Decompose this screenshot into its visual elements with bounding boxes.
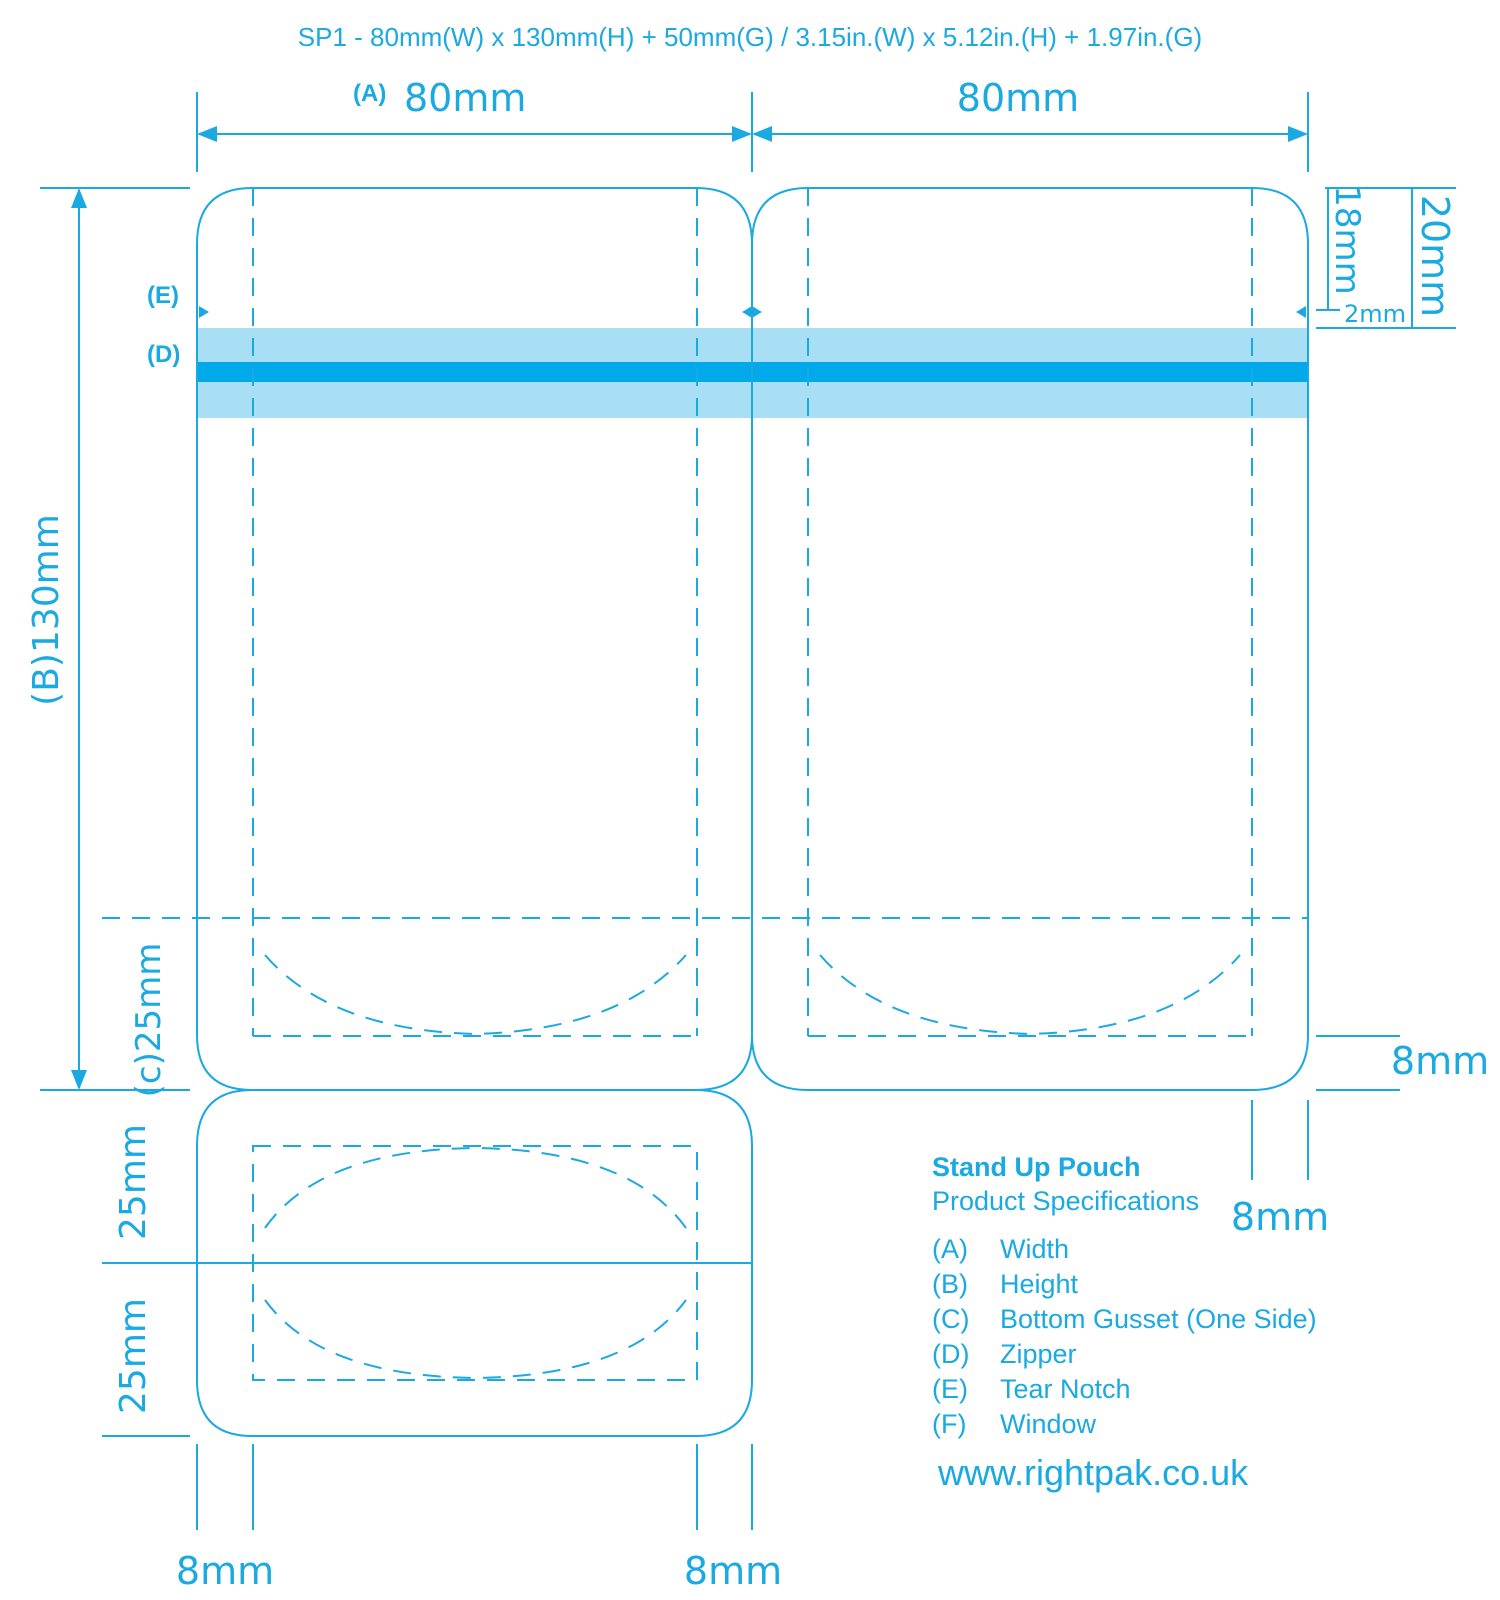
gusset-panel-outline [196,1089,753,1437]
legend-label: Zipper [1000,1339,1077,1369]
back-panel-outline [751,187,1309,1091]
tear-notch-left [199,306,209,318]
legend-code: (E) [932,1374,968,1404]
legend-item: (B) Height [932,1267,1317,1302]
zipper-label: (D) [147,341,180,368]
website-link[interactable]: www.rightpak.co.uk [938,1452,1249,1493]
front-panel-outline [196,187,753,1091]
legend-code: (B) [932,1269,968,1299]
gusset-window-upper [264,1146,687,1229]
legend-item: (D) Zipper [932,1337,1317,1372]
spec-title: SP1 - 80mm(W) x 130mm(H) + 50mm(G) / 3.1… [298,22,1202,52]
legend-label: Window [1000,1409,1097,1439]
height-label: (B)130mm [26,514,67,706]
bottom-left-label: 8mm [176,1549,274,1593]
spec-legend: Stand Up Pouch Product Specifications (A… [932,1150,1317,1494]
right-seal-label: 8mm [1391,1039,1489,1083]
legend-code: (A) [932,1234,968,1264]
legend-label: Tear Notch [1000,1374,1131,1404]
top-18-label: 18mm [1327,185,1367,295]
gusset-window-lower [264,1299,687,1380]
gusset-upper-label: 25mm [113,1124,154,1240]
legend-item: (E) Tear Notch [932,1372,1317,1407]
tear-notch-right [1296,306,1306,318]
front-bottom-curve [264,954,687,1036]
tear-notch-label: (E) [147,282,179,309]
width-right-label: 80mm [957,76,1079,120]
legend-item: (A) Width [932,1232,1317,1267]
legend-title: Stand Up Pouch [932,1152,1141,1182]
legend-item: (C) Bottom Gusset (One Side) [932,1302,1317,1337]
br-seal-label: 8mm [1231,1195,1329,1239]
back-bottom-curve [819,954,1241,1036]
legend-label: Bottom Gusset (One Side) [1000,1304,1317,1334]
legend-label: Width [1000,1234,1070,1264]
legend-subtitle: Product Specifications [932,1186,1200,1216]
legend-item: (F) Window [932,1407,1317,1442]
gusset-seal-upper [252,1145,698,1381]
top-2-label: 2mm [1344,300,1406,328]
width-left-prefix: (A) [353,80,386,107]
legend-label: Height [1000,1269,1079,1299]
width-left-label: 80mm [404,76,526,120]
legend-code: (F) [932,1409,967,1439]
gusset-side-label: (c)25mm [129,943,169,1098]
legend-code: (C) [932,1304,970,1334]
legend-code: (D) [932,1339,970,1369]
bottom-mid-label: 8mm [684,1549,782,1593]
top-20-label: 20mm [1413,195,1457,317]
gusset-lower-label: 25mm [113,1298,154,1414]
